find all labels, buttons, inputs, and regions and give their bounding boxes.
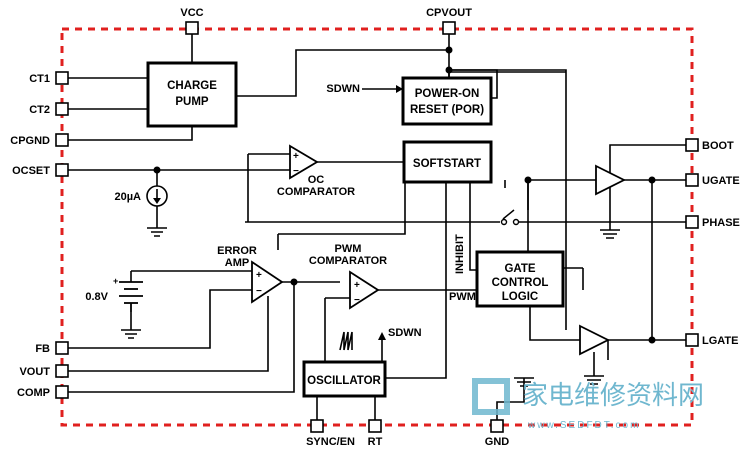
por-line2: RESET (POR): [410, 104, 484, 116]
pin-ugate: [685, 173, 699, 187]
oc-label: OC: [308, 174, 325, 186]
lgate-driver-symbol: [579, 324, 611, 356]
wiring: [68, 34, 686, 420]
pin-label-ugate: UGATE: [702, 175, 740, 187]
pin-rt: [368, 419, 382, 433]
pin-vcc: [185, 21, 199, 35]
charge-pump-line2: PUMP: [175, 96, 209, 108]
por-block: POWER-ON RESET (POR): [401, 76, 493, 126]
watermark: 家电维修资料网 www.SEDFDT.com: [472, 378, 704, 431]
por-line1: POWER-ON: [415, 88, 480, 100]
pin-label-boot: BOOT: [702, 140, 734, 152]
charge-pump-block: CHARGE PUMP: [146, 61, 238, 128]
pin-label-cpgnd: CPGND: [10, 135, 50, 147]
pin-phase: [685, 215, 699, 229]
svg-text:+: +: [113, 276, 118, 286]
pin-ocset: [55, 163, 69, 177]
pin-label-comp: COMP: [17, 387, 50, 399]
pin-label-ocset: OCSET: [12, 165, 50, 177]
svg-text:+: +: [354, 280, 360, 291]
gate-control-line2: CONTROL: [492, 277, 549, 289]
sdwn-up-arrow-icon: [378, 332, 386, 340]
reference-battery-icon: [119, 281, 143, 312]
oscillator-block: OSCILLATOR: [302, 360, 387, 398]
pins: [55, 21, 699, 433]
ground-icons: [121, 227, 620, 387]
pwm-comparator-symbol: + −: [349, 270, 380, 310]
pin-label-phase: PHASE: [702, 217, 740, 229]
svg-text:−: −: [256, 286, 262, 297]
gate-control-line1: GATE: [504, 263, 535, 275]
pin-label-cpvout: CPVOUT: [426, 7, 472, 19]
svg-text:+: +: [256, 270, 262, 281]
pin-fb: [55, 341, 69, 355]
pin-lgate: [685, 333, 699, 347]
pin-gnd: [490, 419, 504, 433]
sdwn-input-label: SDWN: [326, 83, 360, 95]
pin-sync-en: [310, 419, 324, 433]
pin-label-lgate: LGATE: [702, 335, 738, 347]
pin-label-ct2: CT2: [29, 104, 50, 116]
pin-label-vcc: VCC: [180, 7, 203, 19]
sdwn-oscillator-label: SDWN: [388, 327, 422, 339]
current-source-icon: [146, 185, 168, 207]
watermark-url: www.SEDFDT.com: [527, 420, 640, 431]
phase-switch-icon: [500, 209, 520, 226]
pin-ct1: [55, 71, 69, 85]
pwm-comparator-label-1: PWM: [335, 243, 362, 255]
softstart-label: SOFTSTART: [413, 158, 481, 170]
pin-label-sync-en: SYNC/EN: [306, 436, 355, 448]
svg-text:+: +: [293, 151, 299, 162]
oc-comparator-label: COMPARATOR: [277, 186, 355, 198]
pin-label-gnd: GND: [485, 436, 510, 448]
pin-cpvout: [442, 21, 456, 35]
svg-text:−: −: [354, 295, 360, 306]
error-amp-label-2: AMP: [225, 257, 249, 269]
reference-voltage-label: 0.8V: [85, 291, 108, 303]
oscillator-label: OSCILLATOR: [307, 375, 381, 387]
gate-control-block: GATE CONTROL LOGIC: [475, 250, 565, 308]
pin-label-fb: FB: [35, 343, 50, 355]
svg-text:−: −: [293, 166, 299, 177]
watermark-logo-icon: [472, 378, 510, 415]
pin-cpgnd: [55, 133, 69, 147]
oc-comparator-symbol: + −: [289, 144, 319, 180]
sdwn-arrow-icon: [396, 85, 403, 93]
error-amp-label-1: ERROR: [217, 245, 257, 257]
softstart-block: SOFTSTART: [402, 140, 493, 184]
charge-pump-line1: CHARGE: [167, 80, 217, 92]
pin-label-ct1: CT1: [29, 73, 50, 85]
pwm-label: PWM: [449, 291, 476, 303]
current-source-label: 20µA: [114, 191, 141, 203]
pwm-comparator-label-2: COMPARATOR: [309, 255, 387, 267]
sawtooth-icon: [339, 331, 353, 351]
pin-label-rt: RT: [368, 436, 383, 448]
junction-dots: [153, 46, 656, 344]
error-amp-symbol: + −: [251, 260, 284, 304]
gate-control-line3: LOGIC: [502, 291, 538, 303]
pin-comp: [55, 385, 69, 399]
pin-vout: [55, 364, 69, 378]
pin-label-vout: VOUT: [19, 366, 50, 378]
inhibit-label: INHIBIT: [454, 234, 466, 274]
watermark-cn: 家电维修资料网: [522, 380, 704, 410]
pin-ct2: [55, 102, 69, 116]
pin-boot: [685, 138, 699, 152]
ugate-driver-symbol: [595, 164, 627, 196]
